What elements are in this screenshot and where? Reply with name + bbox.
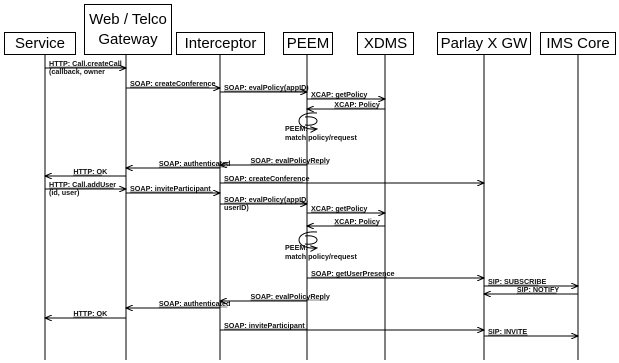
- message-interceptor-to-gateway: SOAP: authenticated: [126, 299, 230, 308]
- message-label: HTTP: Call.addUser: [49, 180, 116, 189]
- participant-service: Service: [4, 32, 76, 55]
- message-label: SOAP: createConference: [130, 79, 215, 88]
- message-label: SOAP: inviteParticipant: [130, 184, 211, 193]
- participant-label: Web / Telco Gateway: [89, 10, 167, 48]
- message-label: match policy/request: [285, 252, 358, 261]
- message-label: SOAP: createConference: [224, 174, 309, 183]
- message-label: PEEM:: [285, 243, 308, 252]
- message-interceptor-to-gateway: SOAP: authenticated: [126, 159, 230, 168]
- message-label: SOAP: inviteParticipant: [224, 321, 305, 330]
- self-call-peem: PEEM:match policy/request: [285, 231, 358, 261]
- message-gateway-to-service: HTTP: OK: [45, 167, 126, 176]
- self-call-peem: PEEM:match policy/request: [285, 112, 358, 142]
- message-peem-to-parlay: SOAP: getUserPresence: [307, 269, 484, 278]
- message-service-to-gateway: HTTP: Call.addUser(id, user): [45, 180, 126, 197]
- message-label: SOAP: evalPolicy(appID,: [224, 195, 308, 204]
- message-label: SOAP: evalPolicyReply: [250, 292, 330, 301]
- message-peem-to-interceptor: SOAP: evalPolicyReply: [220, 156, 330, 165]
- message-label: HTTP: Call.createCall: [49, 59, 122, 68]
- participant-label: Interceptor: [184, 35, 257, 52]
- participant-ims: IMS Core: [540, 32, 616, 55]
- message-label: SOAP: evalPolicyReply: [250, 156, 330, 165]
- message-xdms-to-peem: XCAP: Policy: [307, 100, 385, 109]
- participant-gateway: Web / Telco Gateway: [84, 4, 172, 55]
- self-loop-arrow: [298, 231, 317, 248]
- message-interceptor-to-peem: SOAP: evalPolicy(appID,userID): [220, 195, 308, 212]
- message-gateway-to-interceptor: SOAP: inviteParticipant: [126, 184, 220, 193]
- message-label: HTTP: OK: [73, 167, 108, 176]
- participant-label: PEEM: [286, 35, 330, 52]
- message-label: SOAP: evalPolicy(appID): [224, 83, 309, 92]
- message-ims-to-parlay: SIP: NOTIFY: [484, 285, 578, 294]
- message-label: SOAP: authenticated: [159, 299, 231, 308]
- message-gateway-to-service: HTTP: OK: [45, 309, 126, 318]
- message-label: (id, user): [49, 188, 80, 197]
- message-peem-to-xdms: XCAP: getPolicy: [307, 204, 385, 213]
- participant-label: Parlay X GW: [440, 35, 528, 52]
- message-xdms-to-peem: XCAP: Policy: [307, 217, 385, 226]
- message-interceptor-to-peem: SOAP: evalPolicy(appID): [220, 83, 309, 92]
- message-label: SIP: SUBSCRIBE: [488, 277, 547, 286]
- message-label: XCAP: getPolicy: [311, 204, 367, 213]
- message-label: PEEM:: [285, 124, 308, 133]
- message-label: match policy/request: [285, 133, 358, 142]
- message-service-to-gateway: HTTP: Call.createCall(callback, owner: [45, 59, 126, 76]
- participant-label: Service: [14, 35, 66, 52]
- participant-xdms: XDMS: [357, 32, 414, 55]
- participant-label: IMS Core: [546, 35, 610, 52]
- self-loop-arc: [304, 116, 318, 126]
- participant-parlay: Parlay X GW: [437, 32, 531, 55]
- self-loop-arc: [304, 235, 318, 245]
- message-interceptor-to-parlay: SOAP: inviteParticipant: [220, 321, 484, 330]
- message-label: XCAP: Policy: [334, 100, 380, 109]
- participant-peem: PEEM: [283, 32, 333, 55]
- message-label: XCAP: Policy: [334, 217, 380, 226]
- self-loop-arrow: [298, 112, 317, 129]
- message-label: HTTP: OK: [73, 309, 108, 318]
- message-label: (callback, owner: [49, 67, 105, 76]
- message-label: XCAP: getPolicy: [311, 90, 367, 99]
- message-label: SIP: INVITE: [488, 327, 527, 336]
- message-parlay-to-ims: SIP: SUBSCRIBE: [484, 277, 578, 286]
- message-label: userID): [224, 203, 249, 212]
- message-label: SOAP: getUserPresence: [311, 269, 395, 278]
- message-interceptor-to-parlay: SOAP: createConference: [220, 174, 484, 183]
- participant-interceptor: Interceptor: [176, 32, 265, 55]
- message-peem-to-interceptor: SOAP: evalPolicyReply: [220, 292, 330, 301]
- message-peem-to-xdms: XCAP: getPolicy: [307, 90, 385, 99]
- message-gateway-to-interceptor: SOAP: createConference: [126, 79, 220, 88]
- message-parlay-to-ims: SIP: INVITE: [484, 327, 578, 336]
- participant-label: XDMS: [363, 35, 408, 52]
- message-label: SOAP: authenticated: [159, 159, 231, 168]
- message-label: SIP: NOTIFY: [517, 285, 560, 294]
